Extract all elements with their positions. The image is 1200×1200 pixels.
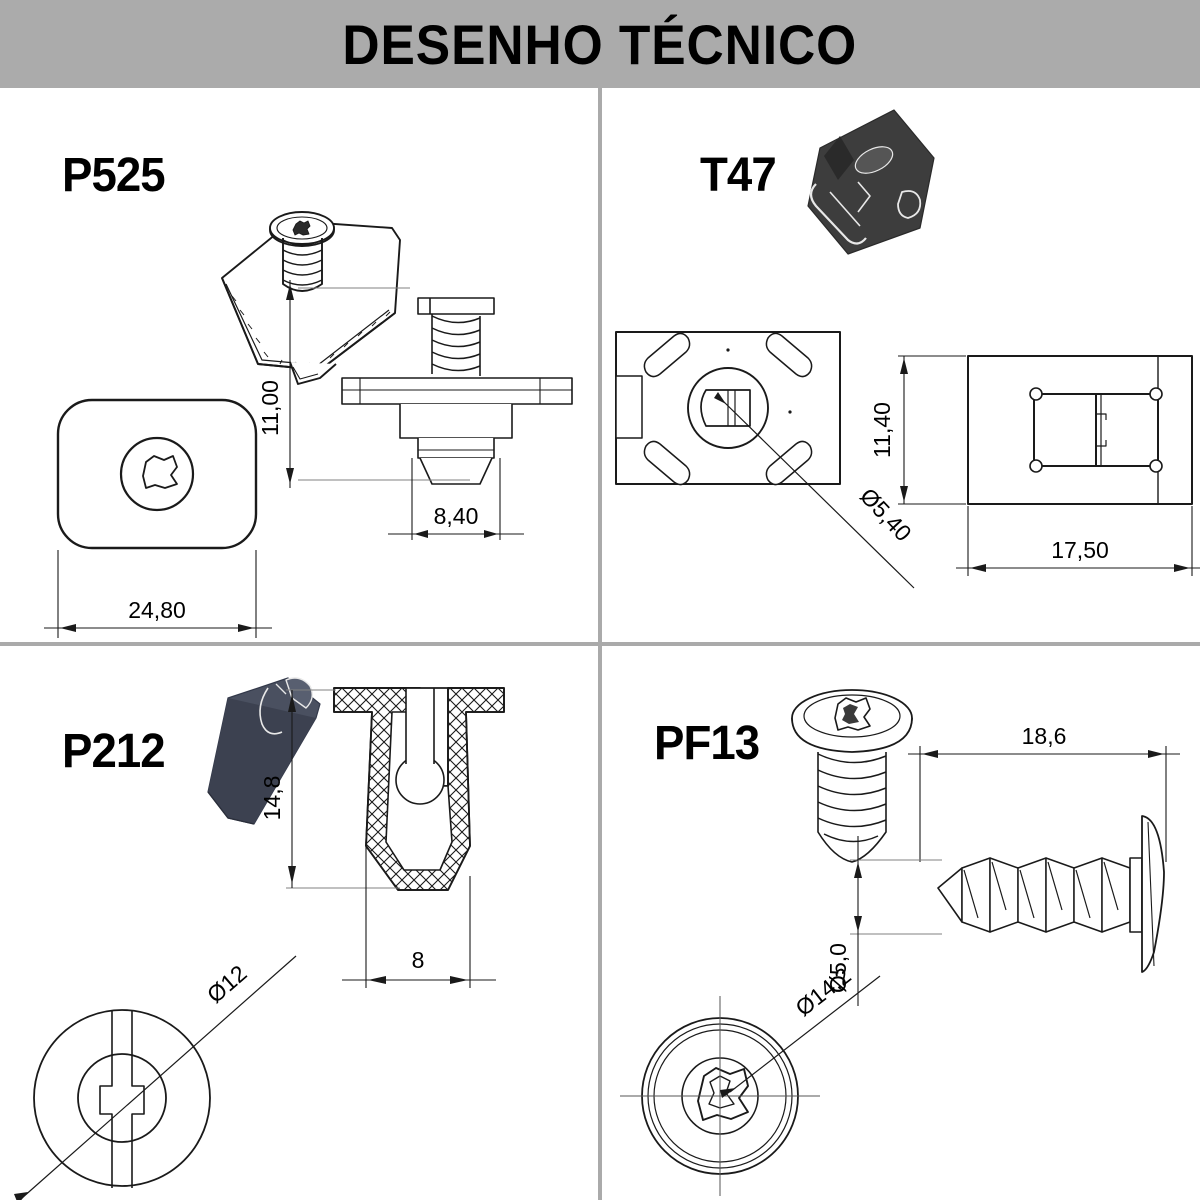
pf13-isometric-view [791,689,913,863]
p212-dim-height [286,689,400,889]
p525-drawing: 11,00 8,40 [44,211,573,638]
pf13-bottom-view [620,975,881,1196]
part-panel-p212: P212 [0,646,598,1200]
t47-dim-height [898,355,966,505]
p525-dim-width-text: 24,80 [128,597,186,623]
part-label-t47: T47 [700,149,777,202]
p525-section-side-view [341,297,573,485]
pf13-drawing: 18,6 [620,689,1180,1196]
p212-section-view [333,687,505,891]
t47-dim-height-text: 11,40 [869,402,895,458]
pf13-dim-thread [850,836,942,1006]
part-label-pf13: PF13 [654,717,760,770]
p525-bottom-view [56,398,258,550]
t47-top-view [615,331,915,589]
t47-drawing: Ø5,40 [615,109,1200,589]
part-panel-t47: T47 [602,88,1200,642]
part-panel-p525: P525 [0,88,598,642]
t47-front-view [967,355,1193,505]
p212-dim-width-text: 8 [412,947,425,973]
t47-dim-hole-text: Ø5,40 [855,483,917,547]
pf13-dim-thread-text: Ø5,0 [825,943,851,993]
part-panel-pf13: PF13 [602,646,1200,1200]
p525-dim-height-text: 11,00 [257,380,283,436]
pf13-dim-length-text: 18,6 [1022,723,1067,749]
t47-isometric-view [807,109,935,255]
p212-dim-width [342,842,496,988]
sheet-header: DESENHO TÉCNICO [0,0,1200,88]
t47-dim-width-text: 17,50 [1051,537,1109,563]
horizontal-divider [0,642,1200,646]
p525-dim-width [44,550,272,638]
page-title: DESENHO TÉCNICO [342,12,858,76]
part-label-p525: P525 [62,149,166,202]
p525-dim-stem [388,458,524,540]
p525-dim-height [286,280,470,488]
t47-dim-width [956,506,1200,576]
pf13-side-view [937,815,1165,973]
p212-dim-diameter-text: Ø12 [202,960,252,1008]
parts-grid: P525 [0,88,1200,1200]
p212-dim-height-text: 14,8 [259,776,285,821]
part-label-p212: P212 [62,725,166,778]
p212-top-view [14,955,297,1200]
p525-dim-stem-text: 8,40 [434,503,479,529]
p525-isometric-view [221,211,401,385]
p212-drawing: 14,8 8 [14,677,505,1200]
pf13-dim-length [908,746,1180,862]
